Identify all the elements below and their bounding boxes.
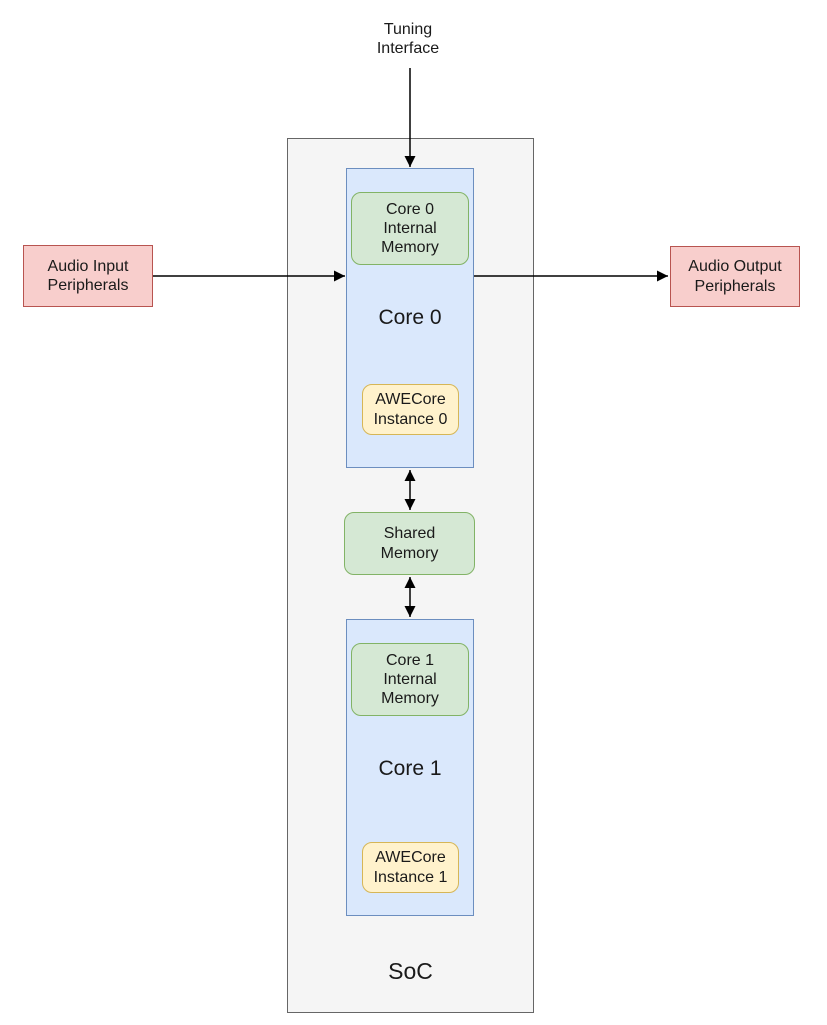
awecore-instance1-box: AWECore Instance 1 xyxy=(362,842,459,893)
core1-internal-memory-box: Core 1 Internal Memory xyxy=(351,643,469,716)
core1-box: Core 1 Internal Memory Core 1 AWECore In… xyxy=(346,619,474,916)
core0-box: Core 0 Internal Memory Core 0 AWECore In… xyxy=(346,168,474,468)
soc-label: SoC xyxy=(388,958,433,985)
core0-internal-memory-box: Core 0 Internal Memory xyxy=(351,192,469,265)
audio-output-peripherals-box: Audio Output Peripherals xyxy=(670,246,800,307)
awecore-instance0-box: AWECore Instance 0 xyxy=(362,384,459,435)
tuning-interface-label: Tuning Interface xyxy=(376,20,440,57)
core1-label: Core 1 xyxy=(378,757,442,781)
core0-label: Core 0 xyxy=(378,306,442,330)
shared-memory-box: Shared Memory xyxy=(344,512,475,575)
audio-input-peripherals-box: Audio Input Peripherals xyxy=(23,245,153,307)
